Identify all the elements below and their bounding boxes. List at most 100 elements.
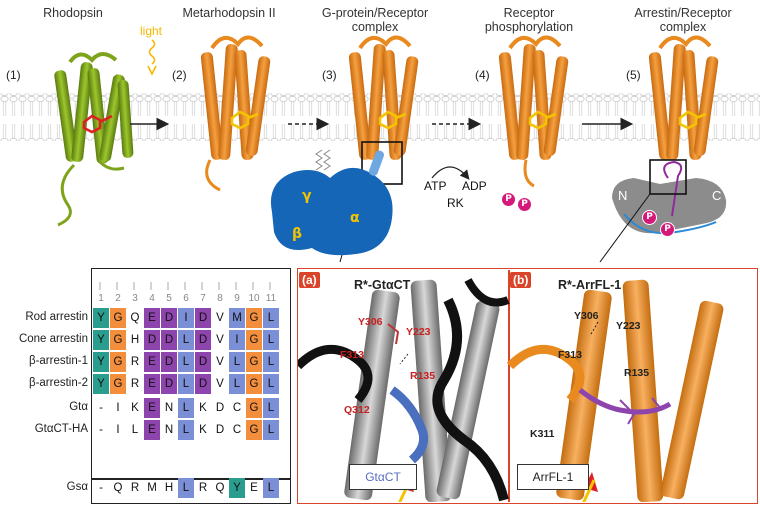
alignment-cell: - [99, 424, 103, 436]
panel-a-callout: GtαCT [349, 464, 417, 490]
alignment-cell: I [229, 330, 245, 350]
alignment-cell: Y [93, 308, 109, 328]
alignment-column-number: 11 [265, 293, 277, 304]
alignment-column-number: 1 [98, 293, 104, 304]
alignment-cell: D [195, 308, 211, 328]
g-protein-receptor-structure [348, 35, 419, 160]
g-protein-heterotrimer [270, 149, 393, 256]
alignment-cell: K [199, 402, 207, 414]
alignment-column-number: 3 [132, 293, 138, 304]
stage-title-4: Receptor phosphorylation [484, 6, 574, 34]
alignment-cell: E [144, 374, 160, 394]
alignment-column-number: 7 [200, 293, 206, 304]
stage-num-1: (1) [6, 68, 21, 82]
alignment-cell: Q [113, 482, 123, 494]
alignment-cell: R [130, 356, 140, 368]
structure-panels [298, 278, 724, 502]
alignment-column-number: 9 [234, 293, 240, 304]
alignment-row-label: Cone arrestin [18, 333, 88, 345]
alignment-column-number: 8 [217, 293, 223, 304]
alignment-ticks [99, 282, 271, 290]
rhodopsin-structure [54, 52, 134, 227]
panel-a-letter: (a) [299, 272, 320, 288]
alignment-cell: D [195, 374, 211, 394]
alignment-cell: G [110, 374, 126, 394]
stage-title-5: Arrestin/Receptor complex [634, 6, 732, 34]
panel-a-residue-q312: Q312 [344, 404, 370, 416]
alpha-label: α [350, 210, 360, 226]
alignment-cell: D [161, 330, 177, 350]
panel-b-residue-f313: F313 [558, 349, 582, 361]
light-wave-icon [148, 39, 156, 65]
alignment-cell: L [178, 374, 194, 394]
alignment-cell: D [161, 308, 177, 328]
alignment-cell: E [144, 352, 160, 372]
alignment-row-label: Rod arrestin [25, 311, 88, 323]
alignment-cell: M [147, 482, 157, 494]
panel-b-title: R*-ArrFL-1 [558, 278, 622, 292]
alignment-cell: D [144, 330, 160, 350]
alignment-cell: L [229, 374, 245, 394]
signaling-pathway-diagram [0, 35, 760, 263]
arrestin-c-label: C [712, 188, 722, 203]
alignment-column-number: 5 [166, 293, 172, 304]
alignment-cell: Y [93, 352, 109, 372]
gamma-label: γ [302, 188, 312, 204]
panel-b-residue-y306: Y306 [574, 310, 599, 322]
alignment-cell: G [246, 420, 262, 440]
alignment-cell: L [178, 420, 194, 440]
alignment-cell: D [195, 352, 211, 372]
alignment-column-number: 4 [149, 293, 155, 304]
atp-adp-arrow [431, 166, 470, 180]
alignment-cell: G [110, 352, 126, 372]
alignment-cell: L [263, 330, 279, 350]
alignment-cell: N [164, 402, 174, 414]
alignment-cell: E [250, 482, 258, 494]
alignment-cell: I [178, 308, 194, 328]
alignment-cell: K [199, 424, 207, 436]
alignment-cell: L [178, 398, 194, 418]
arrestin-receptor-structure [648, 35, 719, 160]
alignment-cell: N [164, 424, 174, 436]
alignment-cell: L [263, 478, 279, 498]
atp-label: ATP [424, 179, 447, 193]
alignment-column-number: 2 [115, 293, 121, 304]
alignment-cell: K [131, 402, 139, 414]
alignment-cell: V [216, 334, 224, 346]
alignment-cell: D [161, 352, 177, 372]
alignment-cell: R [198, 482, 208, 494]
alignment-cell: L [131, 424, 139, 436]
alignment-cell: Y [93, 374, 109, 394]
alignment-cell: V [216, 356, 224, 368]
alignment-cell: G [110, 330, 126, 350]
alignment-cell: D [215, 424, 225, 436]
phospho-badge: P [502, 193, 515, 206]
alignment-cell: R [130, 378, 140, 390]
stage-num-3: (3) [322, 68, 337, 82]
retinal-chromophore [82, 114, 113, 134]
alignment-cell: C [232, 424, 242, 436]
alignment-row-label: GtαCT-HA [34, 423, 88, 435]
panel-b-letter: (b) [510, 272, 532, 288]
alignment-cell: L [229, 352, 245, 372]
panel-a-residue-f313: F313 [340, 349, 364, 361]
alignment-cell: G [110, 308, 126, 328]
alignment-cell: I [116, 402, 120, 414]
alignment-cell: G [246, 330, 262, 350]
alignment-cell: Y [229, 478, 245, 498]
panel-a-residue-r135: R135 [410, 370, 436, 382]
alignment-row-label: β-arrestin-1 [28, 355, 88, 367]
alignment-cell: - [99, 402, 103, 414]
stage-title-2: Metarhodopsin II [182, 6, 276, 20]
alignment-cell: E [144, 420, 160, 440]
stage-title-1: Rhodopsin [43, 6, 103, 20]
arrestin-n-label: N [618, 188, 628, 203]
alignment-cell: Y [93, 330, 109, 350]
alignment-cell: Q [215, 482, 225, 494]
alignment-box [91, 268, 291, 504]
phospho-badge: P [518, 198, 531, 211]
panel-divider [508, 270, 510, 502]
alignment-cell: E [144, 398, 160, 418]
panel-b-residue-k311: K311 [530, 428, 555, 440]
alignment-cell: L [263, 352, 279, 372]
